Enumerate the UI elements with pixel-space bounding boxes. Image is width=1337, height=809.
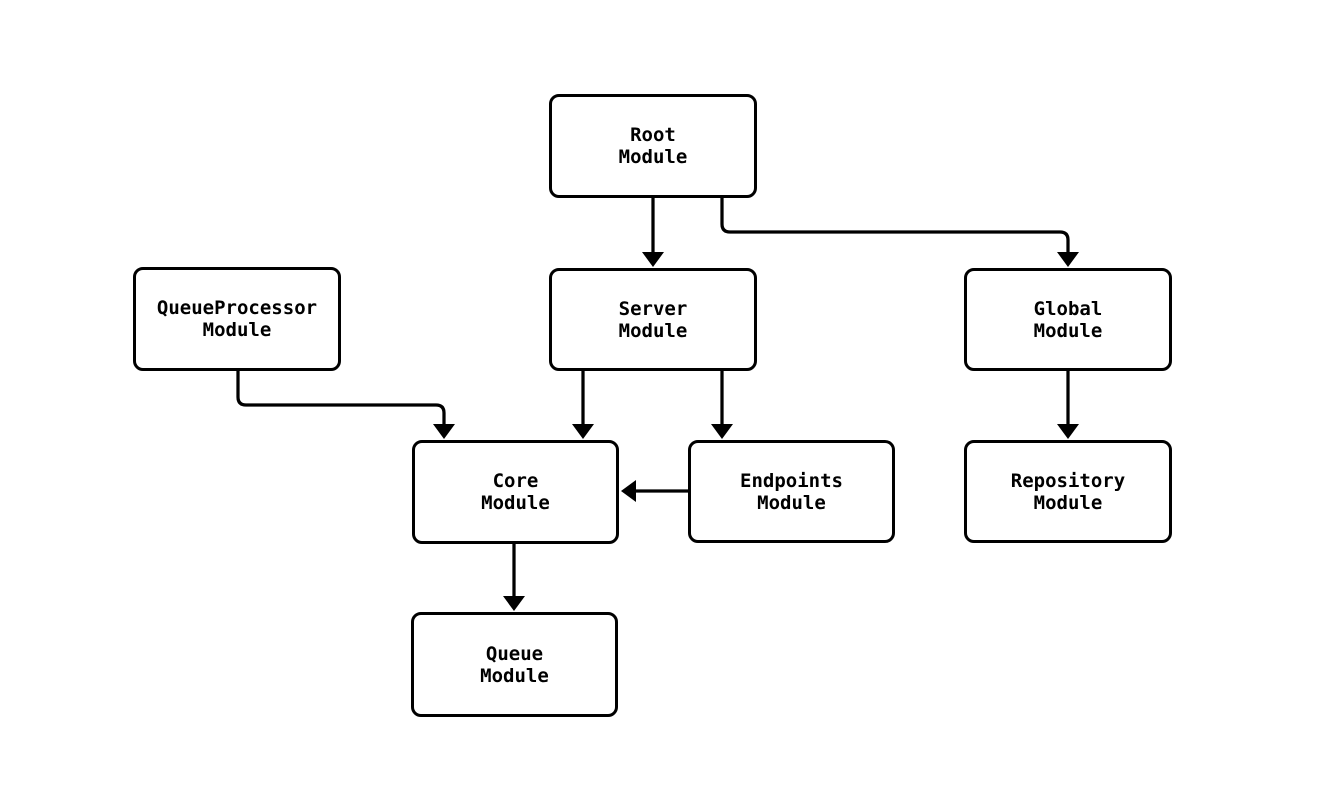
- node-server-module: Server Module: [549, 268, 757, 371]
- arrowhead-global-module-to-repository-module: [1057, 424, 1079, 439]
- node-label: QueueProcessor Module: [156, 297, 318, 341]
- node-endpoints-module: Endpoints Module: [688, 440, 895, 543]
- node-global-module: Global Module: [964, 268, 1172, 371]
- arrowhead-root-module-to-global-module: [1057, 252, 1079, 267]
- arrowhead-root-module-to-server-module: [642, 252, 664, 267]
- arrowhead-queueprocessor-module-to-core-module: [433, 424, 455, 439]
- node-repository-module: Repository Module: [964, 440, 1172, 543]
- node-label: Root Module: [618, 124, 688, 168]
- arrowhead-core-module-to-queue-module: [503, 596, 525, 611]
- arrowhead-server-module-to-core-module: [572, 424, 594, 439]
- node-label: Server Module: [618, 297, 688, 342]
- edge-root-module-to-global-module: [720, 198, 1070, 252]
- arrowhead-endpoints-module-to-core-module: [621, 480, 636, 502]
- node-label: Global Module: [1033, 297, 1103, 342]
- node-label: Queue Module: [480, 642, 549, 687]
- node-core-module: Core Module: [412, 440, 619, 544]
- node-label: Endpoints Module: [740, 469, 843, 514]
- node-root-module: Root Module: [549, 94, 757, 198]
- node-label: Core Module: [481, 470, 550, 514]
- node-label: Repository Module: [1010, 469, 1126, 514]
- arrowhead-server-module-to-endpoints-module: [711, 424, 733, 439]
- node-queueprocessor-module: QueueProcessor Module: [133, 267, 341, 371]
- node-queue-module: Queue Module: [411, 612, 618, 717]
- edge-queueprocessor-module-to-core-module: [236, 371, 446, 424]
